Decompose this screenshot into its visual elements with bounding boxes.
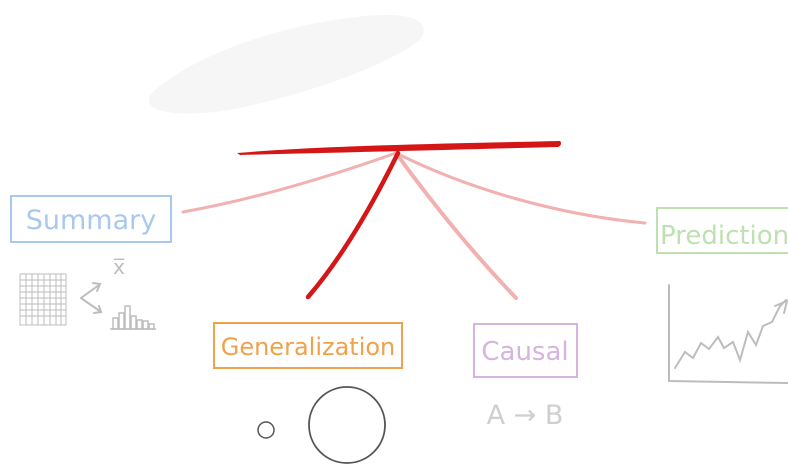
histogram-icon: [110, 305, 156, 330]
generalization-label: Generalization: [221, 333, 396, 361]
branch-to-prediction: [394, 151, 647, 225]
background-smudge: [148, 14, 424, 114]
summary-mean-symbol: x̅: [113, 255, 125, 279]
faint-branches: [181, 151, 647, 300]
prediction-box: [656, 207, 788, 254]
branch-to-generalization: [305, 150, 401, 300]
line-chart-icon: [668, 284, 788, 384]
branch-to-causal: [394, 151, 518, 300]
prediction-node: Prediction: [656, 207, 788, 384]
prediction-label: Prediction: [660, 221, 788, 251]
top-bar: [237, 141, 562, 155]
grid-icon: [19, 273, 67, 326]
summary-node: Summary x̅: [10, 195, 172, 330]
branch-to-summary: [181, 151, 398, 214]
circle-small-icon: [257, 421, 275, 439]
causal-label: Causal: [481, 337, 568, 367]
generalization-box: [213, 322, 403, 369]
causal-node: Causal A → B: [473, 323, 578, 431]
circle-large-icon: [308, 386, 386, 464]
summary-box: [10, 195, 172, 243]
causal-expression: A → B: [487, 400, 564, 431]
causal-box: [473, 323, 578, 378]
summary-label: Summary: [26, 205, 156, 236]
generalization-node: Generalization: [213, 322, 403, 464]
arrows-icon: [80, 282, 103, 314]
